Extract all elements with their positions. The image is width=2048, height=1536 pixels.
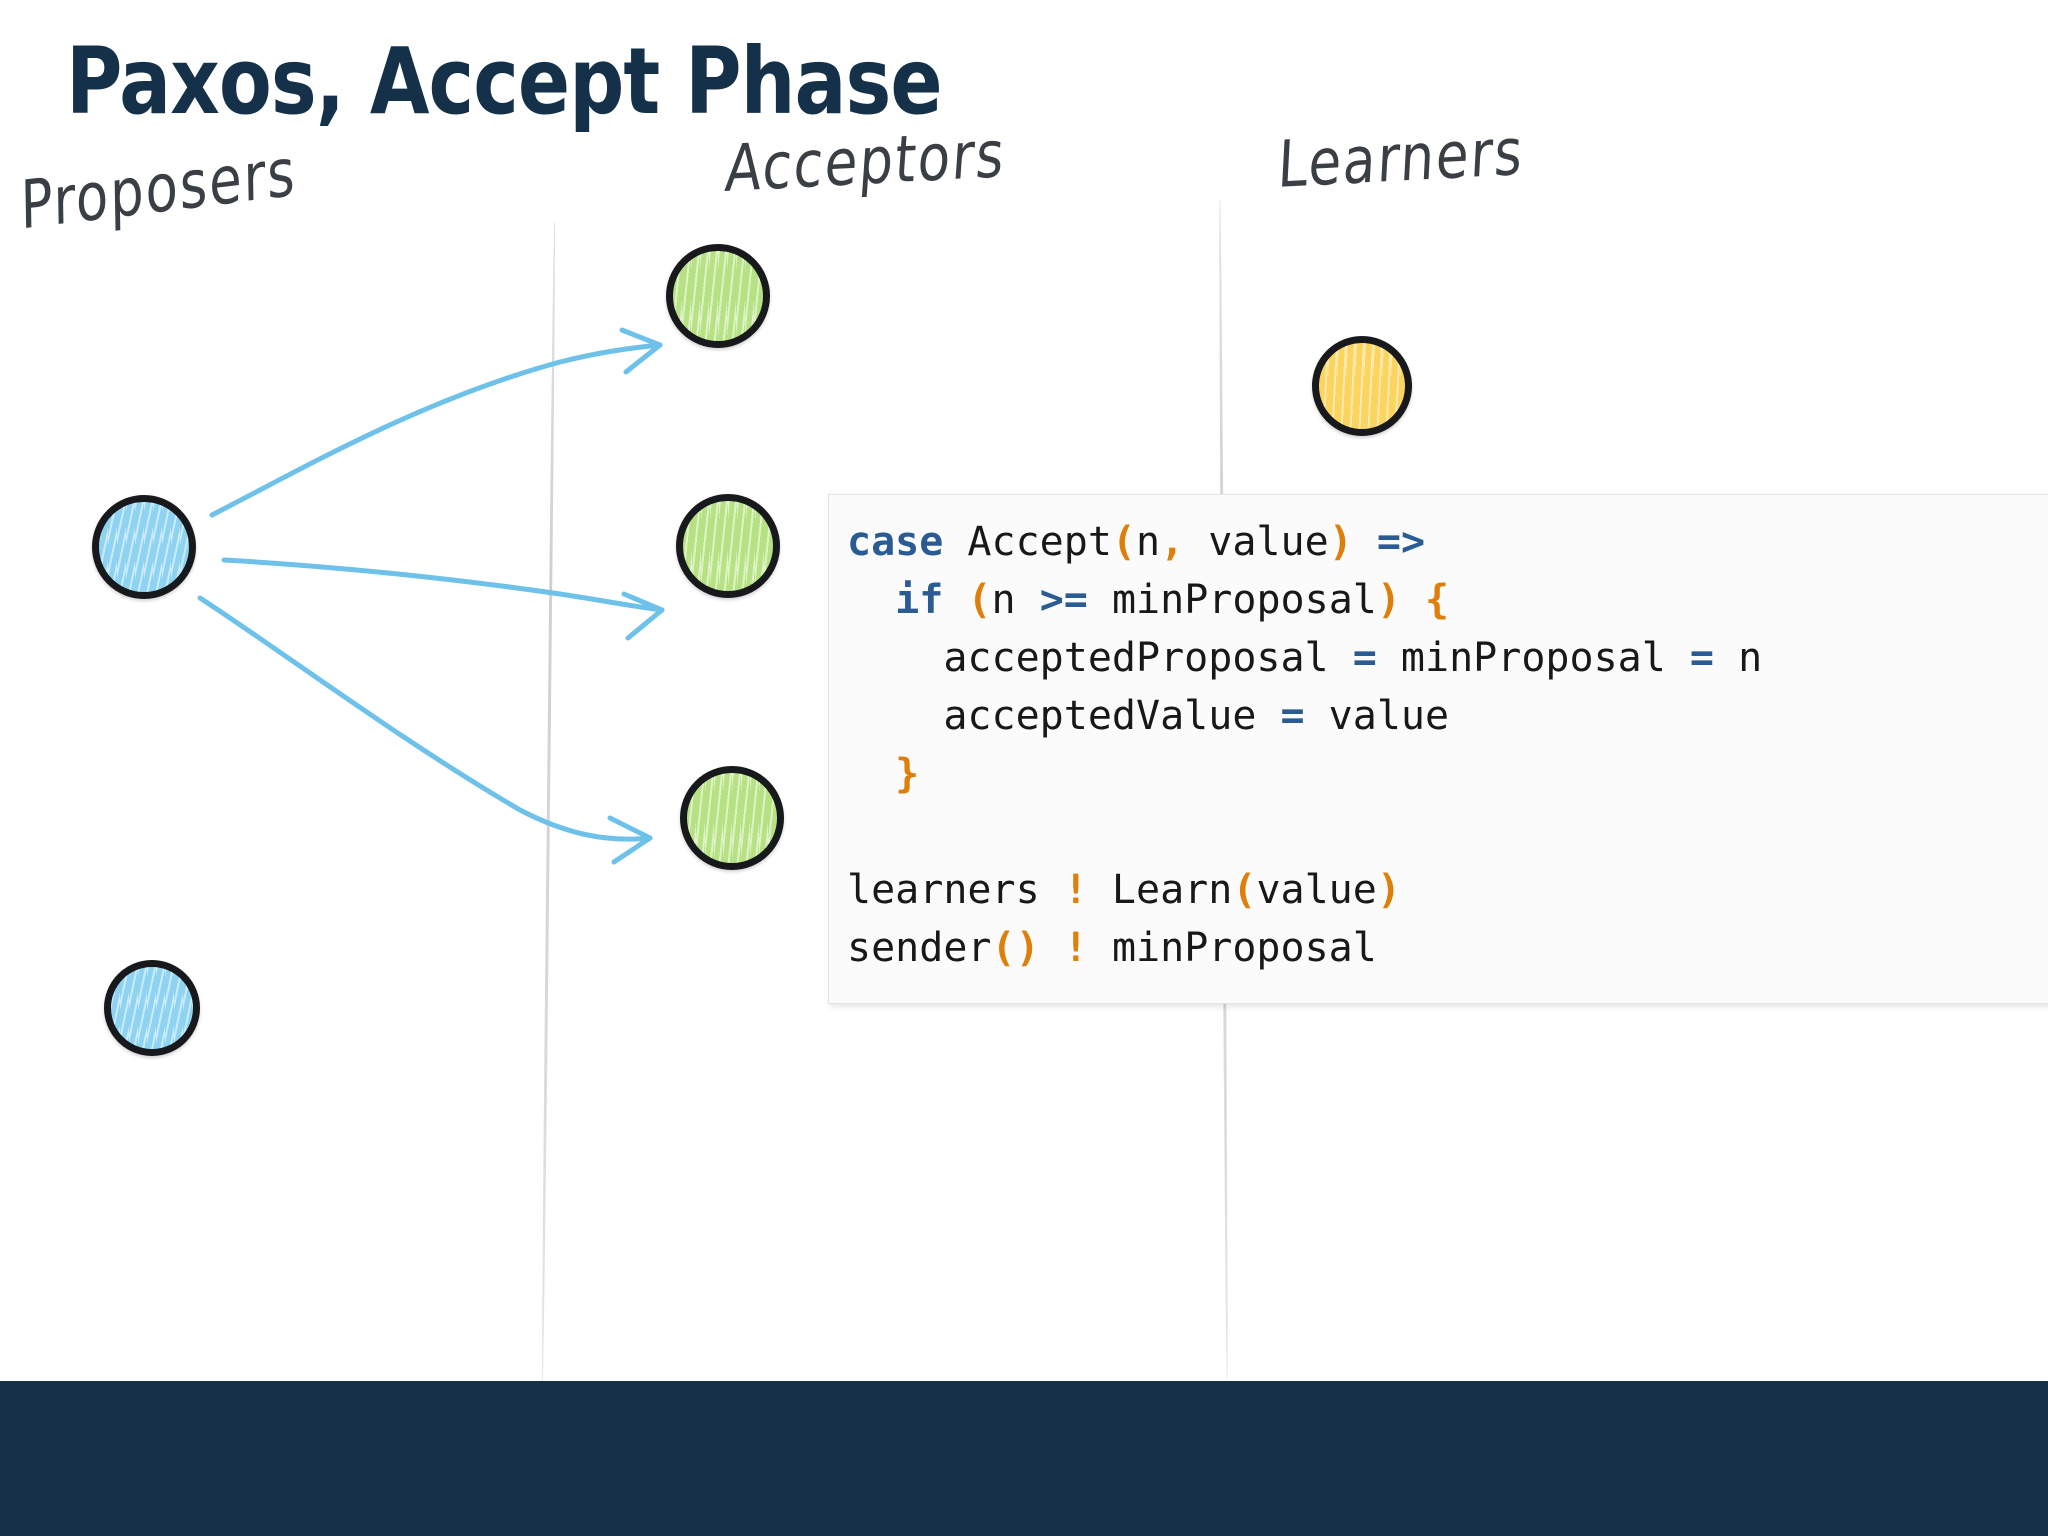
code-token: !	[1063, 925, 1088, 971]
code-block: case Accept(n, value) => if (n >= minPro…	[829, 513, 2048, 977]
page-title: Paxos, Accept Phase	[66, 28, 943, 135]
node-fill-texture	[1319, 343, 1405, 429]
node-fill-texture	[673, 251, 763, 341]
acceptor-node-2[interactable]	[676, 494, 780, 598]
code-token: n	[991, 577, 1040, 623]
code-token	[847, 751, 895, 797]
column-divider-left	[540, 222, 557, 1382]
node-fill-texture	[99, 502, 189, 592]
code-token: minProposal	[1087, 577, 1377, 623]
code-line: acceptedProposal = minProposal = n	[847, 635, 1762, 681]
code-token: n	[1136, 519, 1161, 565]
code-token: =	[1352, 635, 1377, 681]
code-line: acceptedValue = value	[847, 693, 1449, 739]
code-line: learners ! Learn(value)	[847, 867, 1401, 913]
code-token: =	[1280, 693, 1305, 739]
proposer-node-1[interactable]	[92, 495, 196, 599]
code-token: =>	[1376, 519, 1426, 565]
code-panel: case Accept(n, value) => if (n >= minPro…	[828, 494, 2048, 1004]
node-fill-texture	[111, 967, 193, 1049]
code-token: acceptedProposal	[847, 635, 1353, 681]
code-token: Accept	[943, 519, 1112, 565]
code-token: {	[1425, 577, 1450, 623]
code-token: )	[1376, 867, 1401, 913]
code-token: minProposal	[1376, 635, 1690, 681]
column-label-acceptors: Acceptors	[722, 117, 1009, 208]
code-token: !	[1063, 867, 1088, 913]
code-token: minProposal	[1087, 925, 1377, 971]
code-token: (	[1111, 519, 1136, 565]
footer-bar: Typesafe	[0, 1381, 2048, 1536]
code-token: }	[895, 751, 920, 797]
code-token: acceptedValue	[847, 693, 1281, 739]
code-token	[1040, 925, 1064, 971]
code-token: Learn	[1087, 867, 1233, 913]
code-token: value	[1184, 519, 1329, 565]
node-fill-texture	[683, 501, 773, 591]
code-token: (	[967, 577, 992, 623]
column-label-proposers: Proposers	[20, 134, 298, 246]
code-token: sender	[847, 925, 992, 971]
code-token: value	[1304, 693, 1450, 739]
code-token	[1353, 519, 1377, 565]
code-line: case Accept(n, value) =>	[847, 519, 1425, 565]
code-token: value	[1256, 867, 1377, 913]
code-line: if (n >= minProposal) {	[847, 577, 1449, 623]
code-token: (	[1232, 867, 1257, 913]
code-token: ,	[1160, 519, 1185, 565]
code-token	[847, 577, 895, 623]
code-line: sender() ! minProposal	[847, 925, 1377, 971]
node-fill-texture	[687, 773, 777, 863]
code-token: =	[1689, 635, 1714, 681]
code-token: >=	[1039, 577, 1088, 623]
acceptor-node-1[interactable]	[666, 244, 770, 348]
acceptor-node-3[interactable]	[680, 766, 784, 870]
code-token: learners	[847, 867, 1064, 913]
code-token	[1401, 577, 1425, 623]
column-label-learners: Learners	[1276, 115, 1526, 204]
code-line: }	[847, 751, 919, 797]
code-token	[943, 577, 967, 623]
code-token: ()	[991, 925, 1040, 971]
code-token: if	[895, 577, 944, 623]
code-token: case	[847, 519, 944, 565]
code-token: )	[1328, 519, 1353, 565]
proposer-node-2[interactable]	[104, 960, 200, 1056]
code-token: n	[1714, 635, 1763, 681]
code-token: )	[1376, 577, 1401, 623]
learner-node-1[interactable]	[1312, 336, 1412, 436]
